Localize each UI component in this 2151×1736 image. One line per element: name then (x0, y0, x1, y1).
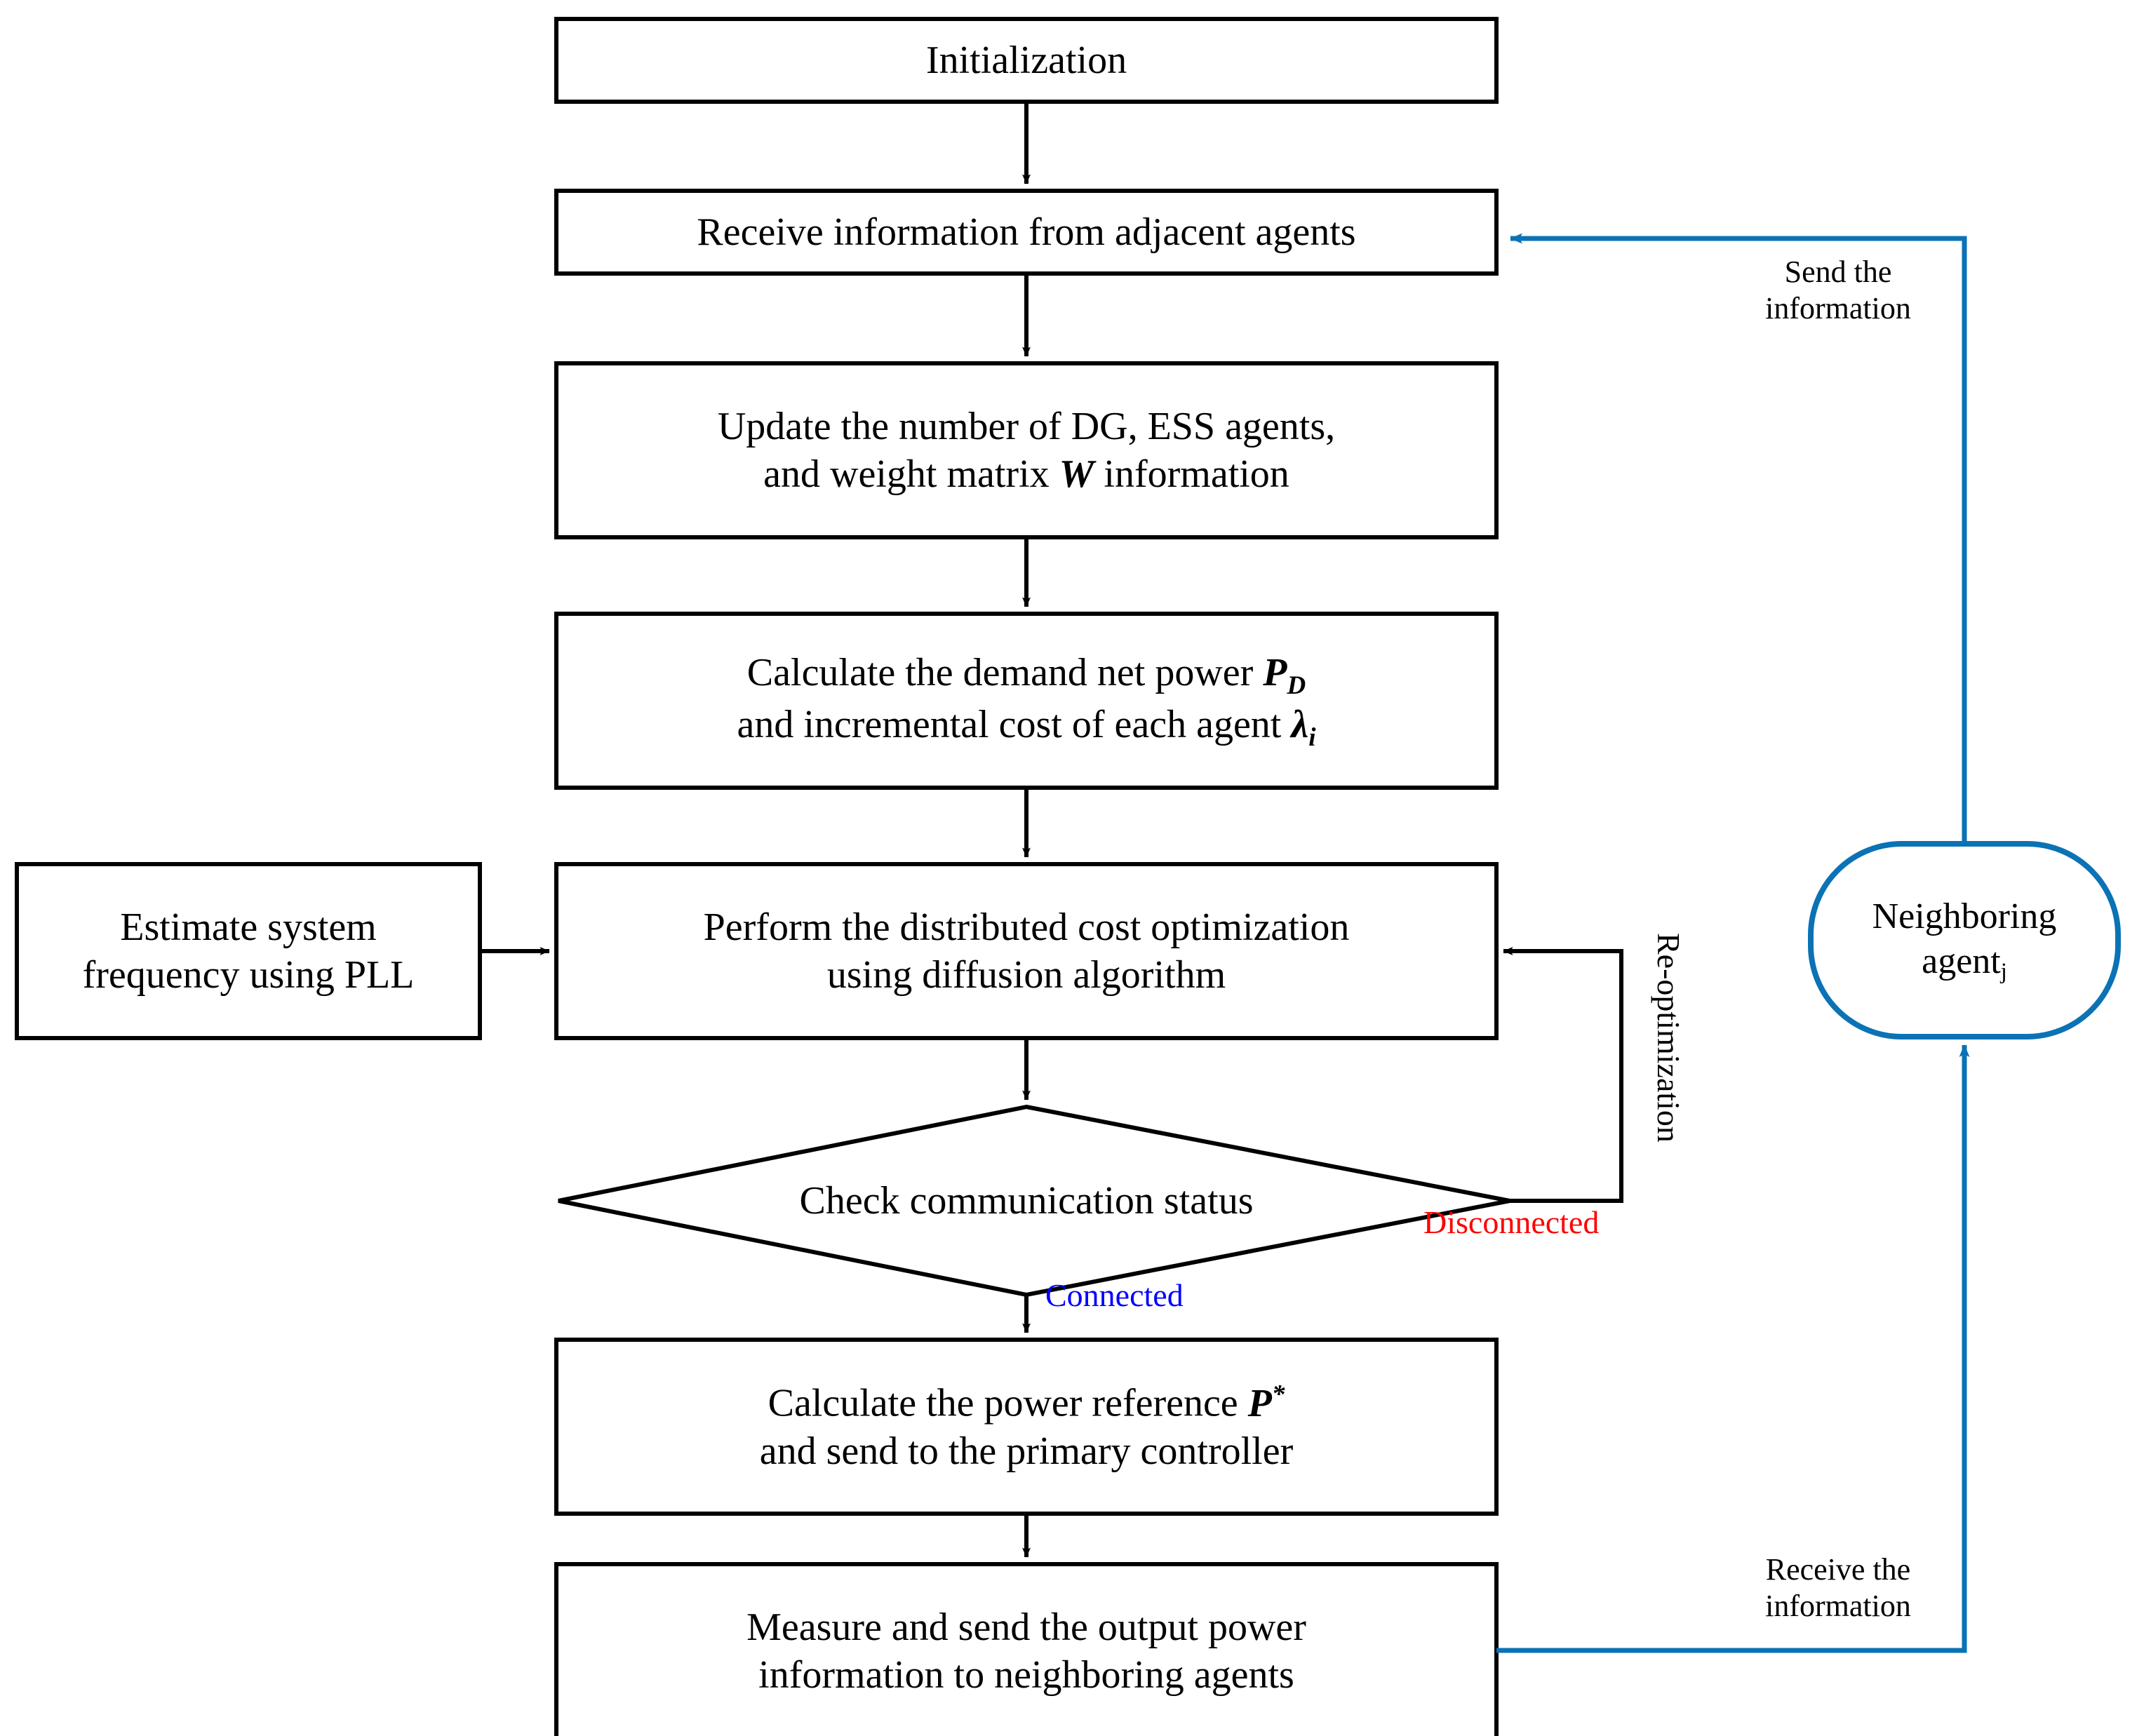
label-re-optimization: Re-optimization (1651, 933, 1687, 1143)
box-initialization (554, 17, 1499, 104)
node-neighboring-agent (1808, 841, 2121, 1039)
box-update-numbers (554, 361, 1499, 539)
box-receive-info (554, 189, 1499, 276)
label-disconnected: Disconnected (1423, 1204, 1600, 1240)
edge-neighbor-to-receive (1510, 233, 1967, 844)
label-receive-the-information: Receive the information (1765, 1552, 1911, 1623)
box-calc-demand (554, 612, 1499, 790)
label-send-the-information: Send the information (1765, 255, 1911, 325)
edge-send-to-neighbor (1496, 1044, 1970, 1653)
edge-reoptimization-loop (1503, 947, 1623, 1203)
box-measure-send (554, 1562, 1499, 1736)
box-estimate-frequency (15, 862, 482, 1040)
label-connected: Connected (1045, 1277, 1184, 1313)
box-perform-optimization (554, 862, 1499, 1040)
box-calc-power-reference (554, 1338, 1499, 1516)
diamond-check-status (558, 1104, 1510, 1298)
